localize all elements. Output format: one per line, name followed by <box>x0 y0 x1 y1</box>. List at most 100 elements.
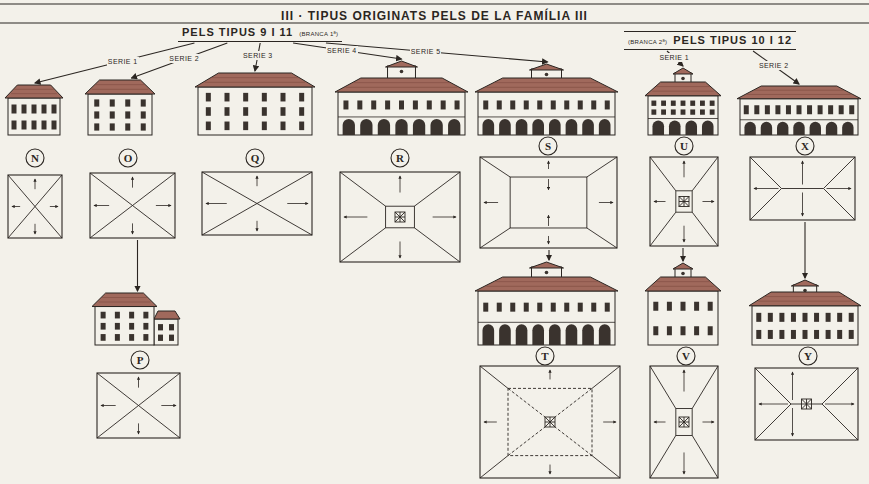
window <box>427 100 432 109</box>
window <box>828 105 833 114</box>
window <box>483 100 488 109</box>
window <box>110 123 115 130</box>
circle-label-box: O <box>119 149 137 167</box>
house-body <box>648 291 718 345</box>
window <box>281 107 286 116</box>
window <box>786 105 791 114</box>
slope-arrow <box>654 201 666 202</box>
arcade-arch <box>599 324 611 345</box>
tower-roof <box>673 68 693 74</box>
slope-arrow <box>702 201 714 202</box>
type-letter: R <box>396 153 404 164</box>
slope-arrow <box>400 241 401 258</box>
slope-arrow <box>132 223 133 234</box>
window <box>671 109 676 114</box>
branch-title: PELS TIPUS 9 I 11 <box>182 25 293 39</box>
window <box>141 99 146 106</box>
slope-arrow <box>684 452 685 474</box>
branch-note: (BRANCA 2ª) <box>628 38 667 46</box>
window <box>497 100 502 109</box>
arcade-arch <box>395 119 407 135</box>
window <box>710 101 715 106</box>
window <box>441 100 446 109</box>
window <box>141 111 146 118</box>
building-drawing <box>474 261 624 479</box>
arcade-arch <box>413 119 425 135</box>
window <box>225 122 230 131</box>
roof-hatch <box>486 87 607 88</box>
slope-arrow <box>484 422 497 423</box>
roof-hatch <box>754 90 844 91</box>
window <box>653 326 658 335</box>
court-outline <box>676 191 692 212</box>
annex-roof <box>154 311 180 319</box>
arcade-arch <box>549 324 561 345</box>
window <box>115 334 120 341</box>
slope-arrow <box>702 422 714 423</box>
arcade-arch <box>516 324 528 345</box>
window <box>814 313 819 322</box>
window <box>243 93 248 102</box>
slope-arrow <box>132 177 133 188</box>
window <box>399 100 404 109</box>
type-letter: Q <box>251 153 260 164</box>
type-circle <box>539 137 557 155</box>
hip-line <box>555 427 592 456</box>
type-column: P <box>91 292 184 439</box>
type-circle <box>131 351 149 369</box>
window <box>756 330 761 339</box>
window <box>667 326 672 335</box>
tower-window <box>545 73 549 77</box>
house-body <box>8 98 60 135</box>
roof-plan <box>202 172 312 235</box>
roof-hatch <box>11 93 57 94</box>
slope-arrow <box>161 405 176 406</box>
slope-arrow <box>550 465 551 474</box>
tower-window <box>400 70 404 74</box>
skylight-hatch <box>802 399 812 409</box>
hip-line <box>755 404 791 440</box>
hip-line <box>692 212 718 246</box>
arcade-arch <box>566 119 578 135</box>
series-label: SERIE 3 <box>242 51 274 60</box>
slope-arrow <box>754 188 779 189</box>
window <box>125 111 130 118</box>
slope-arrow <box>684 226 685 242</box>
window <box>32 105 37 114</box>
slope-arrow <box>599 202 613 203</box>
window <box>837 313 842 322</box>
type-circle <box>119 149 137 167</box>
house-body <box>198 87 312 135</box>
house-roof <box>475 277 618 291</box>
series-label: SERIE 2 <box>168 54 200 63</box>
type-column: O <box>84 79 179 239</box>
window <box>115 323 120 330</box>
tower-window <box>545 271 549 275</box>
window <box>708 326 713 335</box>
roof-hatch <box>99 302 151 303</box>
window <box>524 100 529 109</box>
window <box>510 303 515 312</box>
branch-connector <box>255 43 260 71</box>
window <box>551 303 556 312</box>
window <box>206 93 211 102</box>
window <box>651 101 656 106</box>
window <box>22 121 27 130</box>
cornice <box>478 116 615 117</box>
roof-hatch <box>656 86 709 87</box>
slope-arrow <box>433 217 456 218</box>
arcade-arch <box>430 119 442 135</box>
tower-roof <box>673 263 693 269</box>
window <box>681 101 686 106</box>
roof-hatch <box>353 82 450 83</box>
type-circle <box>796 137 814 155</box>
hip-line <box>824 189 856 221</box>
type-letter: S <box>545 141 551 152</box>
branch-connector <box>667 51 683 66</box>
roof-hatch <box>346 87 458 88</box>
type-circle <box>799 347 817 365</box>
window <box>661 101 666 106</box>
skylight-hatch <box>395 212 405 222</box>
roof-hatch <box>205 82 305 83</box>
hip-line <box>650 366 676 409</box>
